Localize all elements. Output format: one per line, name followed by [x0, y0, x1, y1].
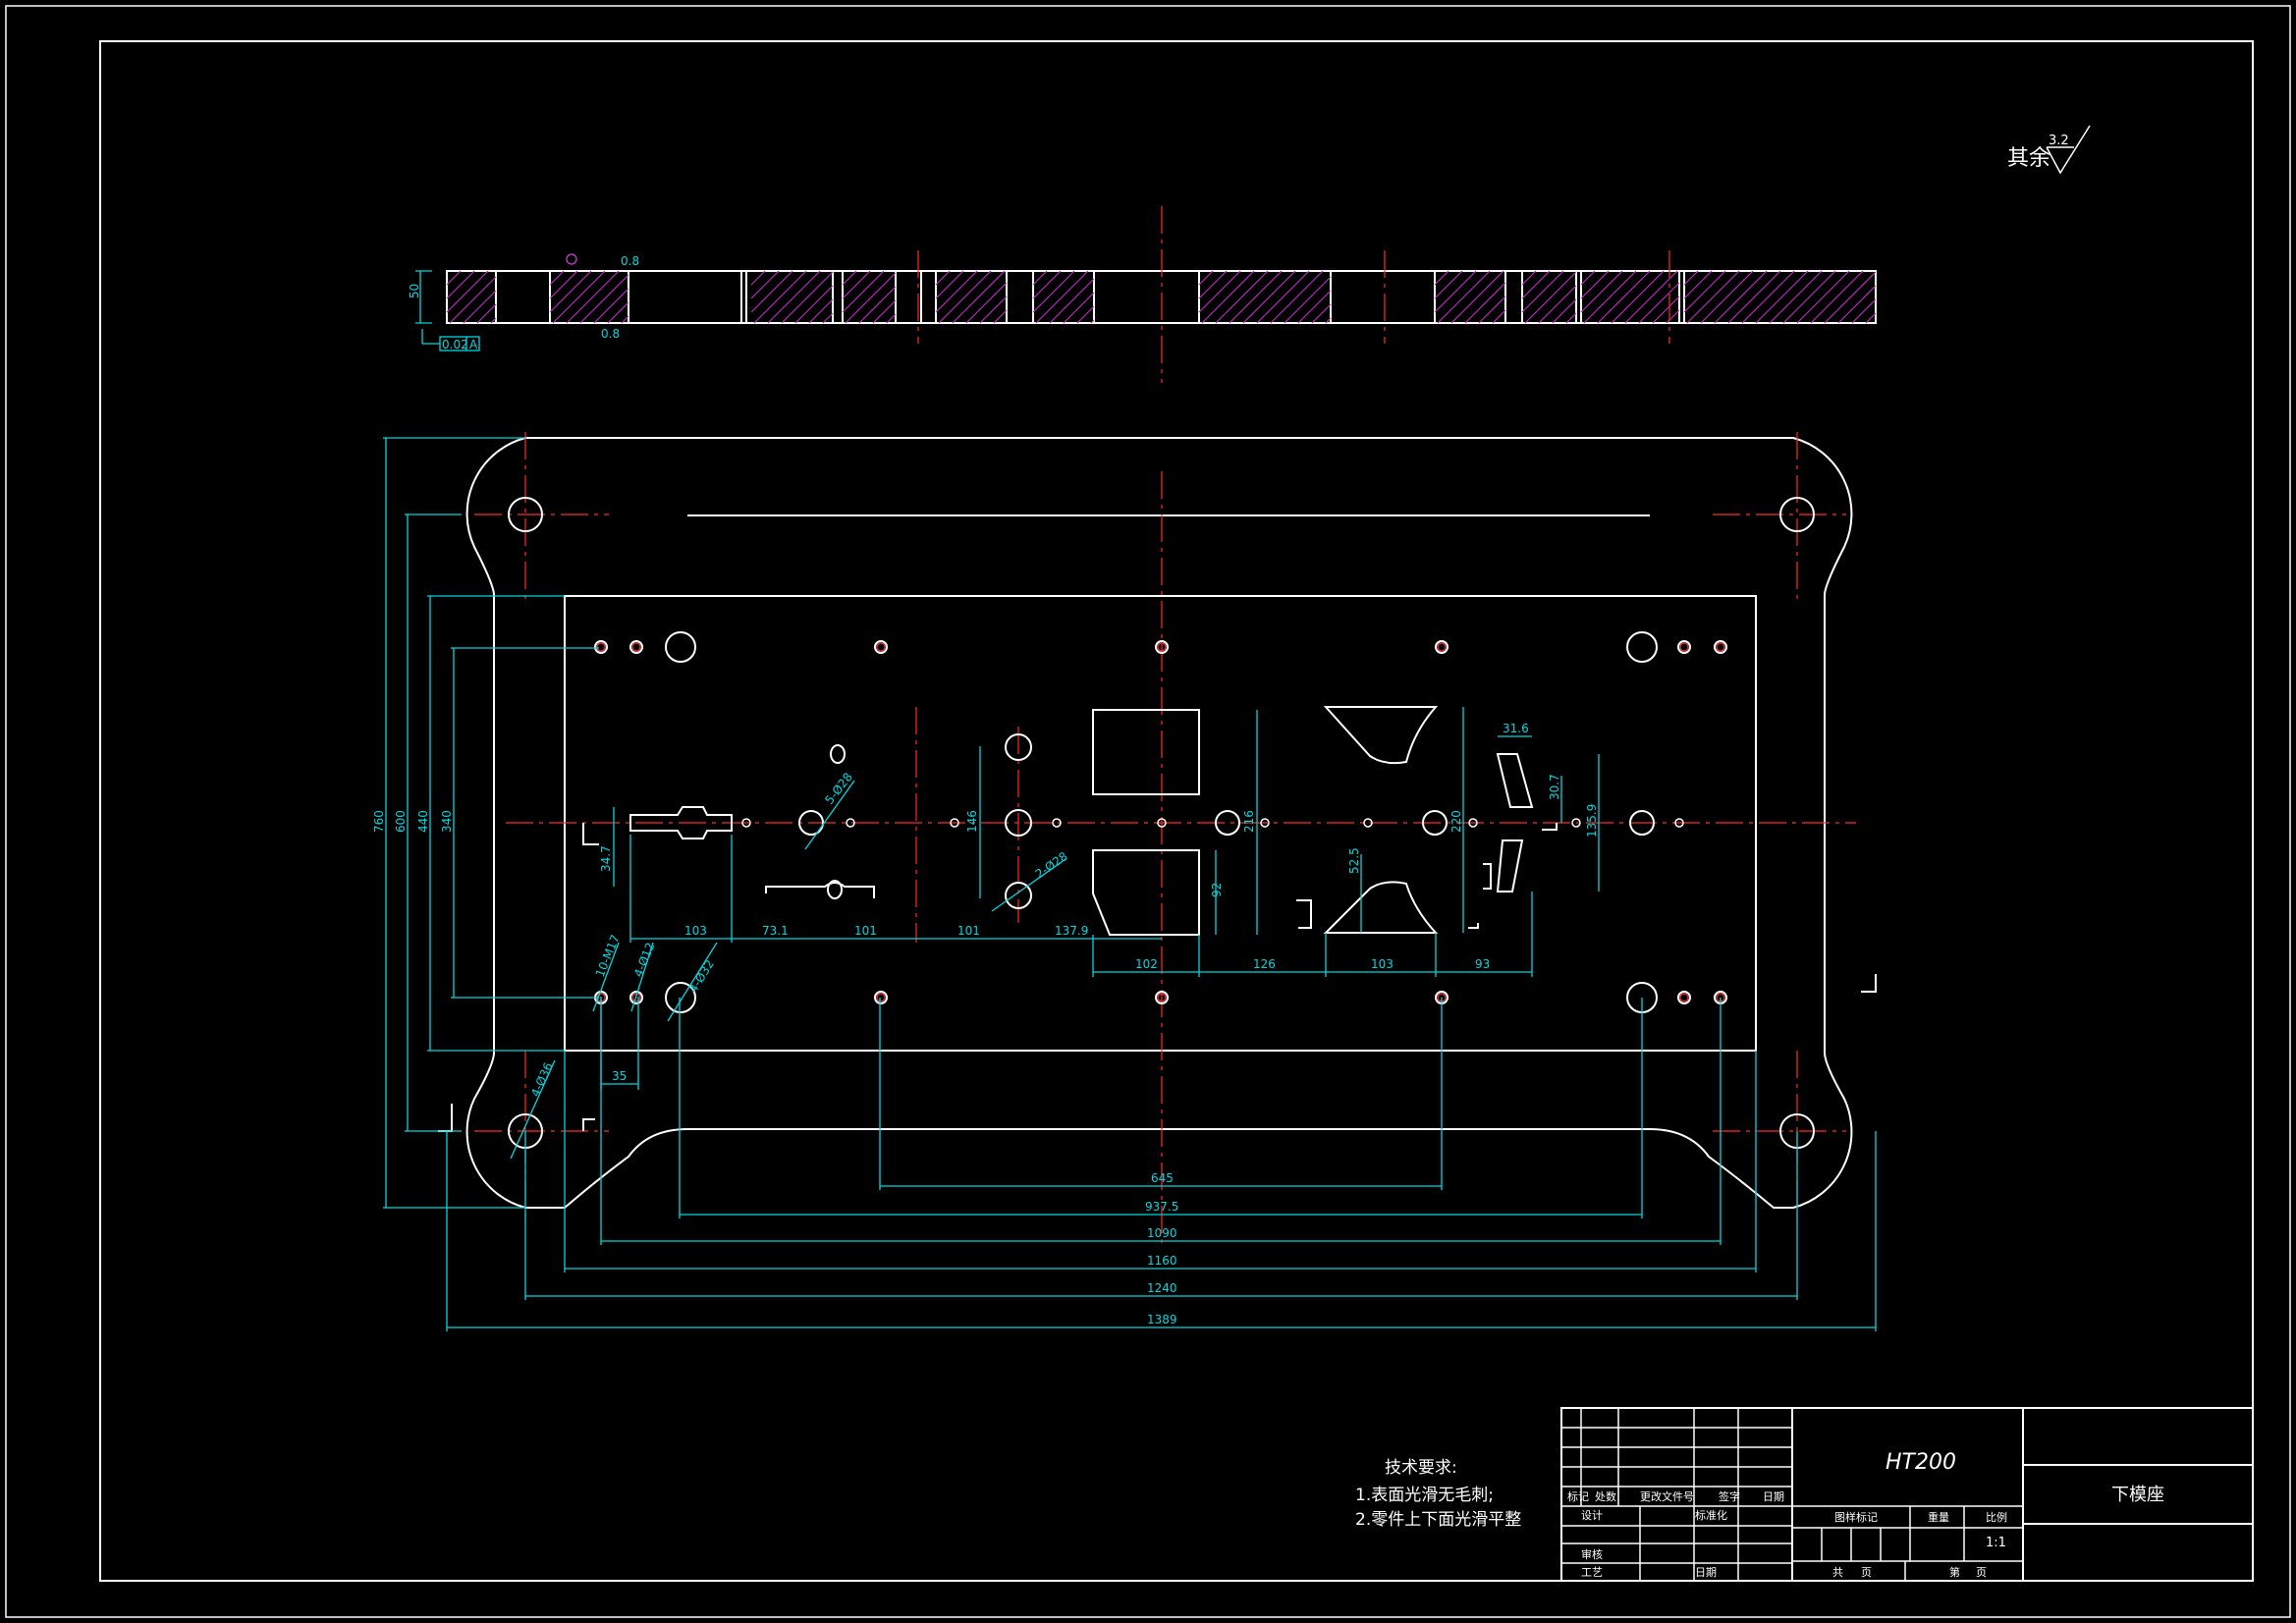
svg-text:10-M17: 10-M17 — [593, 933, 623, 979]
cutouts — [438, 706, 1877, 1132]
svg-text:1389: 1389 — [1147, 1313, 1177, 1326]
svg-text:其余: 其余 — [2007, 146, 2050, 171]
svg-text:下模座: 下模座 — [2111, 1485, 2164, 1505]
center-lines — [474, 432, 1856, 1247]
svg-text:31.6: 31.6 — [1503, 722, 1529, 735]
svg-text:35: 35 — [612, 1069, 627, 1083]
svg-text:137.9: 137.9 — [1055, 924, 1088, 938]
svg-text:600: 600 — [394, 810, 408, 833]
svg-text:73.1: 73.1 — [762, 924, 789, 938]
svg-text:1:1: 1:1 — [1986, 1536, 2006, 1550]
svg-text:2-Ø28: 2-Ø28 — [1033, 849, 1070, 882]
svg-text:页: 页 — [1861, 1566, 1872, 1579]
inner-frame — [99, 40, 2254, 1582]
svg-text:第: 第 — [1949, 1565, 1960, 1579]
svg-text:签字: 签字 — [1719, 1489, 1740, 1503]
svg-text:2.零件上下面光滑平整: 2.零件上下面光滑平整 — [1355, 1510, 1521, 1530]
svg-text:34.7: 34.7 — [599, 845, 613, 872]
title-block: HT200 下模座 1:1 标记 处数 更改文件号 签字 日期 设计 标准化 审… — [1560, 1407, 2254, 1582]
svg-text:日期: 日期 — [1695, 1566, 1717, 1579]
svg-text:1090: 1090 — [1147, 1226, 1177, 1240]
svg-text:102: 102 — [1135, 957, 1158, 971]
svg-text:92: 92 — [1210, 883, 1224, 897]
svg-text:页: 页 — [1976, 1566, 1987, 1579]
svg-text:标准化: 标准化 — [1695, 1508, 1727, 1522]
svg-text:处数: 处数 — [1595, 1490, 1616, 1503]
svg-text:103: 103 — [684, 924, 707, 938]
svg-text:重量: 重量 — [1928, 1510, 1949, 1524]
surface-finish-symbol: 其余 3.2 — [2007, 125, 2091, 175]
svg-text:审核: 审核 — [1581, 1547, 1603, 1561]
svg-text:0.8: 0.8 — [601, 327, 620, 341]
svg-text:135.9: 135.9 — [1585, 804, 1599, 838]
svg-text:共: 共 — [1832, 1566, 1843, 1579]
svg-text:设计: 设计 — [1581, 1509, 1603, 1522]
svg-text:760: 760 — [372, 810, 386, 833]
svg-text:93: 93 — [1475, 957, 1490, 971]
svg-text:1240: 1240 — [1147, 1281, 1177, 1295]
svg-text:103: 103 — [1371, 957, 1394, 971]
svg-text:0.8: 0.8 — [621, 254, 639, 268]
svg-text:101: 101 — [854, 924, 877, 938]
svg-text:4-Ø36: 4-Ø36 — [528, 1060, 556, 1099]
svg-text:126: 126 — [1253, 957, 1276, 971]
svg-text:4-Ø32: 4-Ø32 — [686, 957, 717, 996]
outer-border — [5, 5, 2291, 1618]
svg-text:4-Ø12: 4-Ø12 — [631, 941, 658, 979]
svg-text:日期: 日期 — [1763, 1490, 1784, 1503]
tech-requirements: 技术要求: 1.表面光滑无毛刺; 2.零件上下面光滑平整 — [1355, 1458, 1521, 1530]
svg-text:比例: 比例 — [1986, 1510, 2007, 1524]
dimension-texts: 760 600 440 340 34.7 146 216 92 52.5 220… — [372, 722, 1599, 1326]
svg-text:技术要求:: 技术要求: — [1385, 1458, 1457, 1478]
svg-text:101: 101 — [957, 924, 980, 938]
svg-text:1.表面光滑无毛刺;: 1.表面光滑无毛刺; — [1355, 1486, 1494, 1505]
svg-text:工艺: 工艺 — [1581, 1566, 1603, 1579]
dimension-lines — [383, 437, 1877, 1331]
section-view: 50 0.02 A 0.8 0.8 — [408, 206, 1877, 383]
svg-text:图样标记: 图样标记 — [1834, 1510, 1878, 1524]
svg-text:52.5: 52.5 — [1347, 847, 1361, 874]
svg-text:50: 50 — [408, 284, 421, 298]
svg-text:340: 340 — [440, 810, 454, 833]
svg-text:146: 146 — [965, 810, 979, 833]
svg-text:A: A — [469, 338, 478, 352]
svg-text:937.5: 937.5 — [1145, 1200, 1178, 1214]
svg-text:HT200: HT200 — [1886, 1450, 1956, 1475]
svg-text:3.2: 3.2 — [2049, 134, 2069, 148]
svg-text:220: 220 — [1449, 810, 1463, 833]
svg-text:645: 645 — [1151, 1171, 1174, 1185]
svg-text:0.02: 0.02 — [442, 338, 468, 352]
svg-text:标记: 标记 — [1567, 1489, 1589, 1503]
svg-text:30.7: 30.7 — [1548, 774, 1561, 800]
svg-text:216: 216 — [1242, 810, 1256, 833]
svg-text:1160: 1160 — [1147, 1254, 1177, 1268]
svg-text:更改文件号: 更改文件号 — [1640, 1489, 1694, 1503]
svg-text:440: 440 — [416, 810, 430, 833]
